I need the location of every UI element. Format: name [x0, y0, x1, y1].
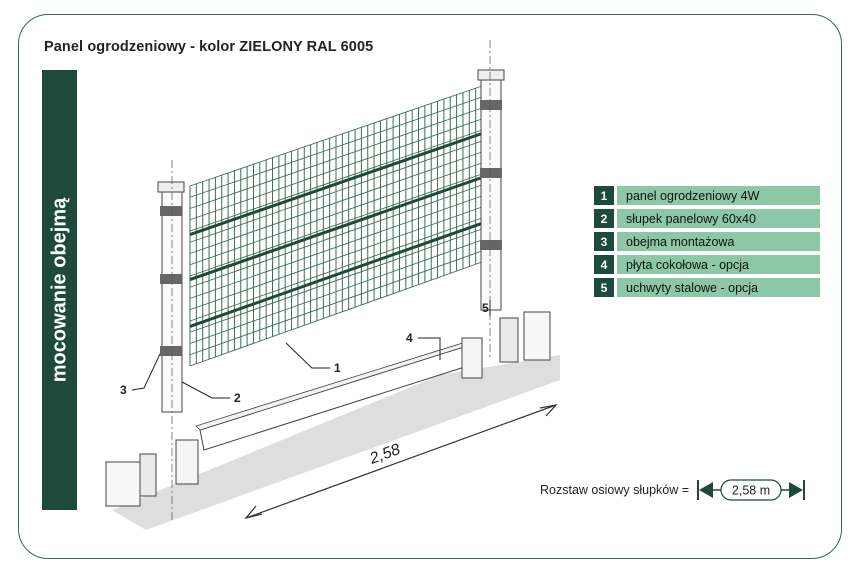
callout-line-2 — [181, 381, 230, 399]
callout-3: 3 — [120, 383, 127, 397]
end-block-left-holder — [139, 453, 157, 497]
end-block-left — [105, 461, 141, 507]
legend-text: słupek panelowy 60x40 — [617, 209, 820, 228]
end-block-right-holder — [499, 317, 519, 363]
legend-number: 5 — [594, 278, 614, 297]
plinth-holder-left — [175, 439, 199, 485]
legend-number: 3 — [594, 232, 614, 251]
frame-border — [18, 14, 842, 559]
callout-line-4 — [418, 337, 441, 360]
callout-line-1 — [285, 342, 330, 369]
sidebar-banner: mocowanie obejmą — [42, 70, 77, 510]
legend-number: 1 — [594, 186, 614, 205]
legend-text: obejma montażowa — [617, 232, 820, 251]
callout-2: 2 — [234, 391, 241, 405]
legend-text: panel ogrodzeniowy 4W — [617, 186, 820, 205]
callout-4: 4 — [406, 331, 413, 345]
callout-1: 1 — [334, 361, 341, 375]
dimension-line — [245, 404, 557, 519]
callout-5: 5 — [482, 301, 489, 315]
plinth-holder-right — [461, 337, 483, 379]
spacing-label: Rozstaw osiowy słupków = — [540, 483, 690, 497]
post-left — [157, 181, 185, 413]
page-title: Panel ogrodzeniowy - kolor ZIELONY RAL 6… — [44, 39, 374, 55]
post-spacing: Rozstaw osiowy słupków = 2,58 m — [540, 478, 807, 502]
spacing-value: 2,58 m — [732, 484, 770, 498]
end-block-right — [523, 311, 551, 361]
legend-number: 4 — [594, 255, 614, 274]
legend-text: uchwyty stalowe - opcja — [617, 278, 820, 297]
ground-area — [112, 355, 560, 530]
dimension-arrow-left — [244, 505, 263, 520]
spacing-dimension: 2,58 m — [697, 479, 806, 501]
post-right — [477, 69, 505, 311]
dimension-arrow-right — [539, 404, 558, 417]
legend-text: płyta cokołowa - opcja — [617, 255, 820, 274]
legend-number: 2 — [594, 209, 614, 228]
fence-panel — [189, 85, 483, 367]
callout-line-3 — [131, 353, 161, 391]
